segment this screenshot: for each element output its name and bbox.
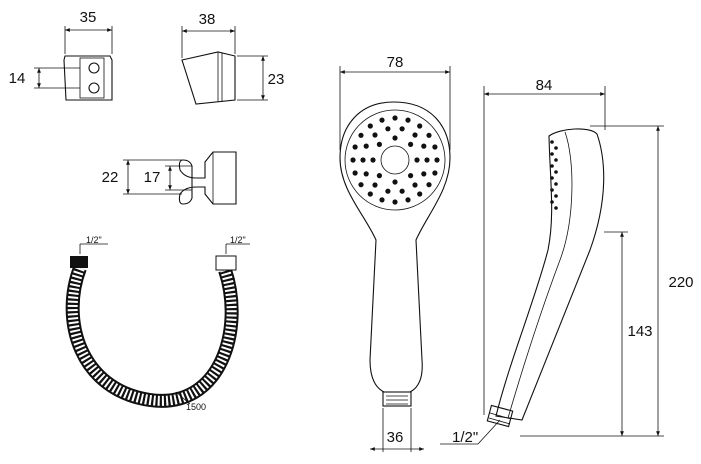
nozzle-dot [426, 182, 432, 188]
side-nozzle-dot [554, 206, 558, 210]
head-diameter-label: 78 [387, 54, 404, 71]
bracket-height-dimension: 14 [9, 67, 80, 89]
holder-height-dimension: 23 [237, 55, 285, 101]
nozzle-pattern [350, 115, 440, 205]
nozzle-dot [367, 123, 373, 129]
clip-inner-label: 17 [144, 169, 161, 186]
nozzle-dot [385, 188, 391, 194]
holder-height-label: 23 [268, 71, 285, 88]
nozzle-dot [405, 117, 411, 123]
nozzle-dot [412, 182, 418, 188]
clip-outer-label: 22 [102, 169, 119, 186]
side-depth-label: 84 [536, 77, 553, 94]
bracket-width-label: 35 [80, 9, 97, 26]
nozzle-dot [421, 171, 427, 177]
nozzle-dot [408, 141, 414, 147]
nozzle-dot [434, 157, 440, 163]
shower-head-side [486, 128, 605, 428]
side-nozzle-dot [550, 200, 554, 204]
nozzle-dot [352, 144, 358, 150]
nozzle-dot [424, 157, 430, 163]
side-nozzle-dot [550, 176, 554, 180]
nozzle-dot [408, 173, 414, 179]
angled-holder [181, 51, 236, 105]
holder-width-dimension: 38 [181, 11, 236, 58]
shower-head-front [339, 101, 451, 407]
nozzle-dot [370, 157, 376, 163]
nozzle-dot [399, 126, 405, 132]
nozzle-dot [392, 115, 398, 121]
nozzle-dot [358, 132, 364, 138]
side-nozzle-dot [554, 182, 558, 186]
nozzle-dot [379, 197, 385, 203]
nozzle-dot [385, 126, 391, 132]
head-diameter-dimension: 78 [339, 54, 451, 150]
nozzle-dot [372, 182, 378, 188]
nozzle-dot [432, 170, 438, 176]
side-depth-dimension: 84 [483, 77, 606, 415]
nozzle-dot [392, 135, 398, 141]
handle-length-label: 143 [627, 323, 652, 340]
nozzle-dot [392, 199, 398, 205]
nozzle-dot [372, 132, 378, 138]
nozzle-dot [350, 157, 356, 163]
nozzle-dot [379, 117, 385, 123]
hose-end-right-label: 1/2" [230, 235, 246, 245]
clip-holder [178, 151, 237, 205]
nozzle-dot [392, 179, 398, 185]
nozzle-dot [417, 123, 423, 129]
handle-length-dimension: 143 [604, 231, 653, 436]
nozzle-dot [363, 171, 369, 177]
nozzle-dot [363, 143, 369, 149]
side-nozzle-dot [554, 146, 558, 150]
bracket-width-dimension: 35 [64, 9, 113, 54]
nozzle-dot [360, 157, 366, 163]
handle-base-label: 36 [387, 429, 404, 446]
total-length-label: 220 [668, 274, 693, 291]
shower-hose: 1/2" 1/2" 1500 [65, 235, 250, 412]
thread-callout: 1/2" [440, 419, 501, 446]
nozzle-dot [399, 188, 405, 194]
hose-length-label: 1500 [186, 402, 206, 412]
wall-bracket [63, 55, 113, 101]
holder-width-label: 38 [199, 11, 216, 28]
side-nozzle-dot [550, 188, 554, 192]
nozzle-dot [358, 182, 364, 188]
nozzle-dot [376, 141, 382, 147]
nozzle-dot [421, 143, 427, 149]
side-nozzle-dot [554, 158, 558, 162]
nozzle-dot [376, 173, 382, 179]
side-nozzle-dot [554, 194, 558, 198]
total-length-dimension: 220 [520, 125, 694, 437]
handle-base-dimension: 36 [370, 408, 424, 452]
hose-end-left-label: 1/2" [86, 235, 102, 245]
side-nozzle-dot [550, 152, 554, 156]
clip-inner-dimension: 17 [144, 165, 192, 191]
nozzle-dot [412, 132, 418, 138]
side-nozzle-dot [550, 164, 554, 168]
clip-outer-dimension: 22 [102, 159, 182, 195]
hose-end-left [70, 256, 88, 268]
nozzle-dot [352, 170, 358, 176]
thread-label: 1/2" [452, 429, 478, 446]
hose-end-right [215, 255, 237, 271]
nozzle-dot [367, 191, 373, 197]
nozzle-dot [432, 144, 438, 150]
side-nozzle-dot [554, 170, 558, 174]
nozzle-dot [405, 197, 411, 203]
nozzle-dot [414, 157, 420, 163]
side-nozzle-pattern [550, 140, 558, 210]
nozzle-dot [417, 191, 423, 197]
bracket-height-label: 14 [9, 70, 26, 87]
nozzle-dot [426, 132, 432, 138]
side-nozzle-dot [550, 140, 554, 144]
